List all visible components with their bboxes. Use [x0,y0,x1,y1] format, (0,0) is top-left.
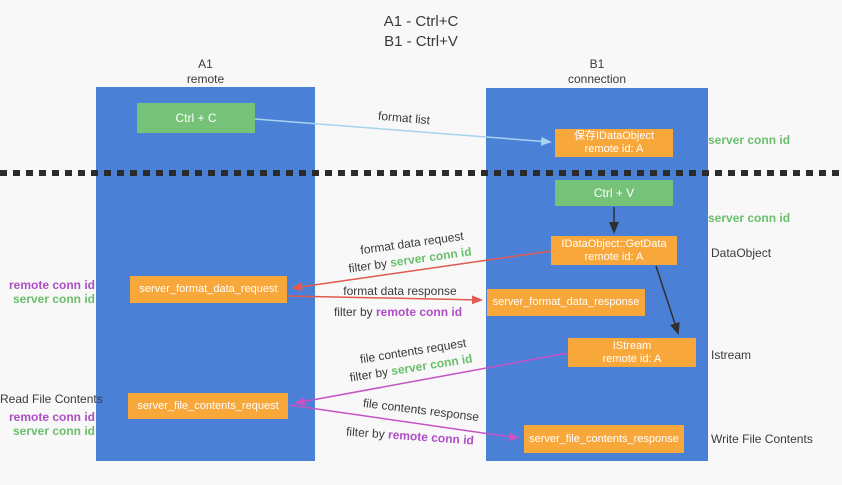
lane-b1-name: B1 [589,57,605,71]
node-getdata-line1: IDataObject::GetData [561,237,667,250]
node-server-file-contents-response-label: server_file_contents_response [529,432,679,445]
filter-by-text-1: filter by [347,256,388,276]
filter-remote-conn-id-1: remote conn id [376,305,463,319]
node-server-format-data-response: server_format_data_response [487,289,645,316]
format-data-response-label: format data response [343,284,457,298]
lane-a1-role: remote [186,72,225,86]
write-file-contents-label: Write File Contents [711,432,813,446]
server-conn-id-label-mid: server conn id [708,211,791,225]
node-ctrl-v-label: Ctrl + V [593,185,635,200]
lane-header-b1: B1 connection [486,57,708,87]
file-contents-response-label: file contents response [362,395,480,425]
filter-by-text-4: filter by [345,424,386,442]
lane-header-a1: A1 remote [96,57,315,87]
lane-a1-name: A1 [198,57,213,71]
node-server-format-data-request-label: server_format_data_request [139,283,278,295]
node-ctrl-v: Ctrl + V [555,180,673,206]
read-file-contents-label: Read File Contents [0,392,103,406]
dataobject-label: DataObject [711,246,772,260]
istream-side-label: Istream [711,348,752,362]
node-ctrl-c-label: Ctrl + C [175,110,217,125]
node-getdata-line2: remote id: A [584,250,644,263]
node-save-dataobject-line2: remote id: A [584,143,644,155]
machine-boundary-divider [0,170,842,176]
remote-conn-id-label-format: remote conn id [8,278,95,292]
node-ctrl-c: Ctrl + C [137,103,255,133]
filter-by-text-3: filter by [348,364,390,385]
filter-by-text-2: filter by [333,305,373,319]
node-server-file-contents-request: server_file_contents_request [128,393,288,419]
server-conn-id-label-top: server conn id [708,133,791,147]
title-line-2: B1 - Ctrl+V [384,33,458,50]
node-istream: IStream remote id: A [568,338,696,367]
remote-conn-id-label-file: remote conn id [8,410,95,424]
title-line-1: A1 - Ctrl+C [383,13,459,30]
node-save-dataobject: 保存IDataObject remote id: A [555,129,673,157]
file-contents-response-filter-label: filter by remote conn id [346,425,475,448]
node-save-dataobject-line1: 保存IDataObject [573,130,655,142]
diagram-title: A1 - Ctrl+C B1 - Ctrl+V [0,12,842,52]
node-server-file-contents-response: server_file_contents_response [524,425,684,453]
conn-id-pair-format: remote conn id server conn id [0,278,95,306]
lane-b1-role: connection [567,72,627,86]
node-server-format-data-response-label: server_format_data_response [492,296,640,308]
format-list-label: format list [377,108,431,128]
format-data-response-filter-label: filter by remote conn id [334,305,462,319]
node-server-format-data-request: server_format_data_request [130,276,287,303]
node-istream-line1: IStream [612,339,652,352]
server-conn-id-label-file: server conn id [12,424,95,438]
node-idataobject-getdata: IDataObject::GetData remote id: A [551,236,677,265]
conn-id-pair-file: remote conn id server conn id [0,410,95,438]
filter-remote-conn-id-2: remote conn id [387,427,475,448]
server-conn-id-label-format: server conn id [12,292,95,306]
node-server-file-contents-request-label: server_file_contents_request [137,399,279,412]
node-istream-line2: remote id: A [602,352,662,365]
